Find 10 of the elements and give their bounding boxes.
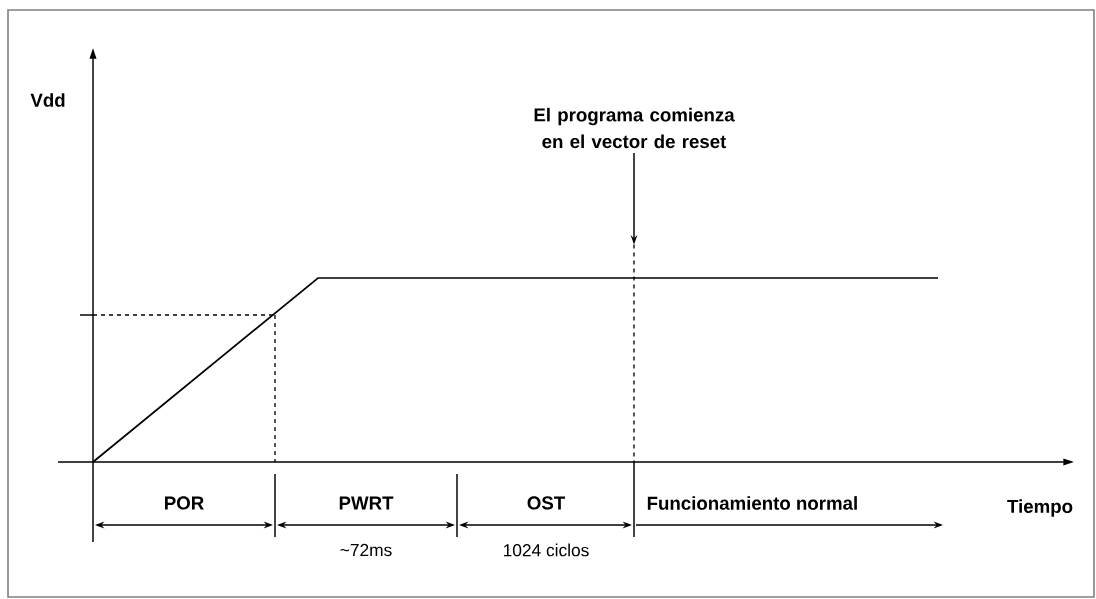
phase-label: POR xyxy=(165,496,204,510)
duration-label: 1024 ciclos xyxy=(503,543,589,557)
phase-label: Funcionamiento normal xyxy=(647,496,857,510)
duration-label: ~72ms xyxy=(340,543,392,557)
phase-label: OST xyxy=(527,496,565,510)
annotation-text: El programa comienza en el vector de reset xyxy=(534,107,735,149)
time-marker xyxy=(633,243,635,464)
phase-label: PWRT xyxy=(339,496,394,510)
axis-label: Tiempo xyxy=(1007,499,1073,517)
axis-label: Vdd xyxy=(30,93,65,107)
